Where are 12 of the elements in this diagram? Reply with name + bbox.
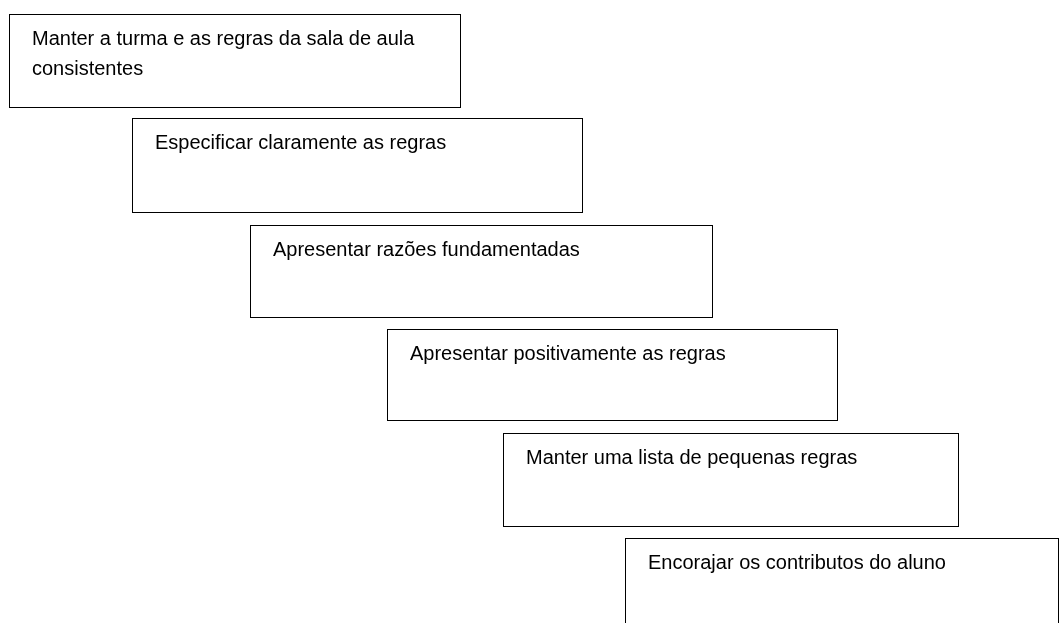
step-box [503,433,959,527]
step-box [250,225,713,318]
step-text: Manter a turma e as regras da sala de aula consistentes [32,26,416,81]
step-text: Apresentar razões fundamentadas [273,237,581,262]
step-box [387,329,838,421]
step-box [625,538,1059,623]
step-text: Especificar claramente as regras [155,130,448,155]
step-box [132,118,583,213]
step-box [9,14,461,108]
step-text: Apresentar positivamente as regras [410,341,727,366]
step-text: Manter uma lista de pequenas regras [526,445,859,470]
step-text: Encorajar os contributos do aluno [648,550,947,575]
